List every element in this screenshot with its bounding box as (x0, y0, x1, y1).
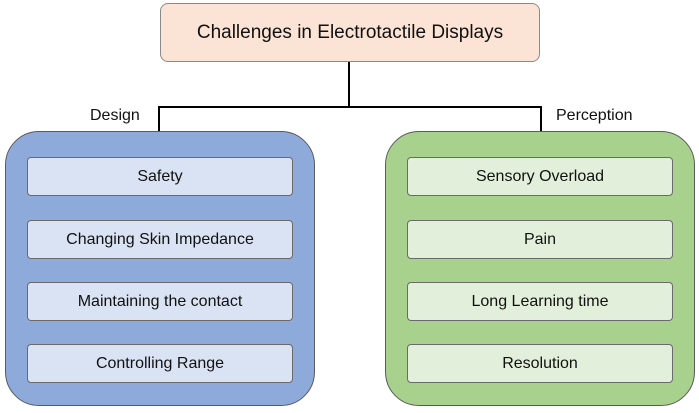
perception-item-sensory-overload: Sensory Overload (407, 157, 673, 196)
design-branch-label: Design (90, 107, 140, 124)
design-item-safety: Safety (27, 157, 293, 196)
perception-branch-label: Perception (556, 107, 633, 124)
design-panel: Safety Changing Skin Impedance Maintaini… (5, 131, 315, 406)
perception-item-long-learning-time: Long Learning time (407, 282, 673, 321)
design-item-maintaining-the-contact: Maintaining the contact (27, 282, 293, 321)
root-label: Challenges in Electrotactile Displays (196, 21, 504, 43)
design-item-controlling-range: Controlling Range (27, 344, 293, 383)
design-item-changing-skin-impedance: Changing Skin Impedance (27, 220, 293, 259)
perception-item-resolution: Resolution (407, 344, 673, 383)
perception-item-pain: Pain (407, 220, 673, 259)
perception-panel: Sensory Overload Pain Long Learning time… (385, 131, 695, 406)
root-node: Challenges in Electrotactile Displays (160, 3, 540, 62)
